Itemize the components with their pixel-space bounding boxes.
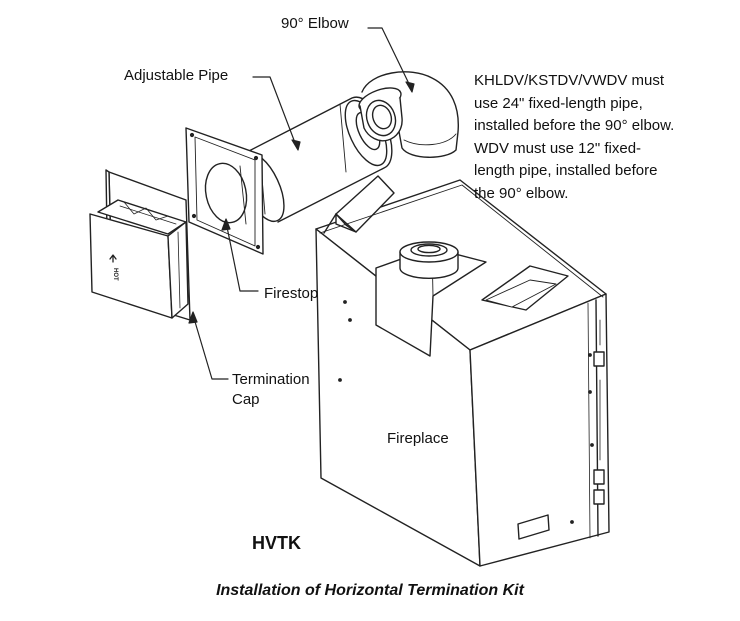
termination-cap-label-line1: Termination xyxy=(232,371,310,388)
note-line: length pipe, installed before xyxy=(474,162,658,179)
note-line: KHLDV/KSTDV/VWDV must xyxy=(474,72,665,89)
firestop-label: Firestop xyxy=(264,285,319,302)
figure-caption: Installation of Horizontal Termination K… xyxy=(216,582,524,599)
firestop-plate xyxy=(185,127,264,255)
fireplace-label: Fireplace xyxy=(387,430,449,447)
pipe-requirement-note: KHLDV/KSTDV/VWDV must use 24" fixed-leng… xyxy=(474,70,736,205)
kit-name: HVTK xyxy=(252,533,301,553)
leader-lines xyxy=(188,27,415,380)
adjustable-pipe-label: Adjustable Pipe xyxy=(124,67,229,84)
note-line: installed before the 90° elbow. xyxy=(474,117,675,134)
elbow-fitting xyxy=(358,71,459,158)
termination-cap xyxy=(89,169,191,321)
note-line: use 24" fixed-length pipe, xyxy=(474,94,643,112)
fireplace-unit xyxy=(315,175,610,567)
note-line: WDV must use 12" fixed- xyxy=(474,139,642,157)
note-line: the 90° elbow. xyxy=(474,184,569,202)
termination-cap-label-line2: Cap xyxy=(232,391,260,408)
cap-hot-marking: HOT xyxy=(112,268,118,281)
elbow-label: 90° Elbow xyxy=(281,15,349,32)
